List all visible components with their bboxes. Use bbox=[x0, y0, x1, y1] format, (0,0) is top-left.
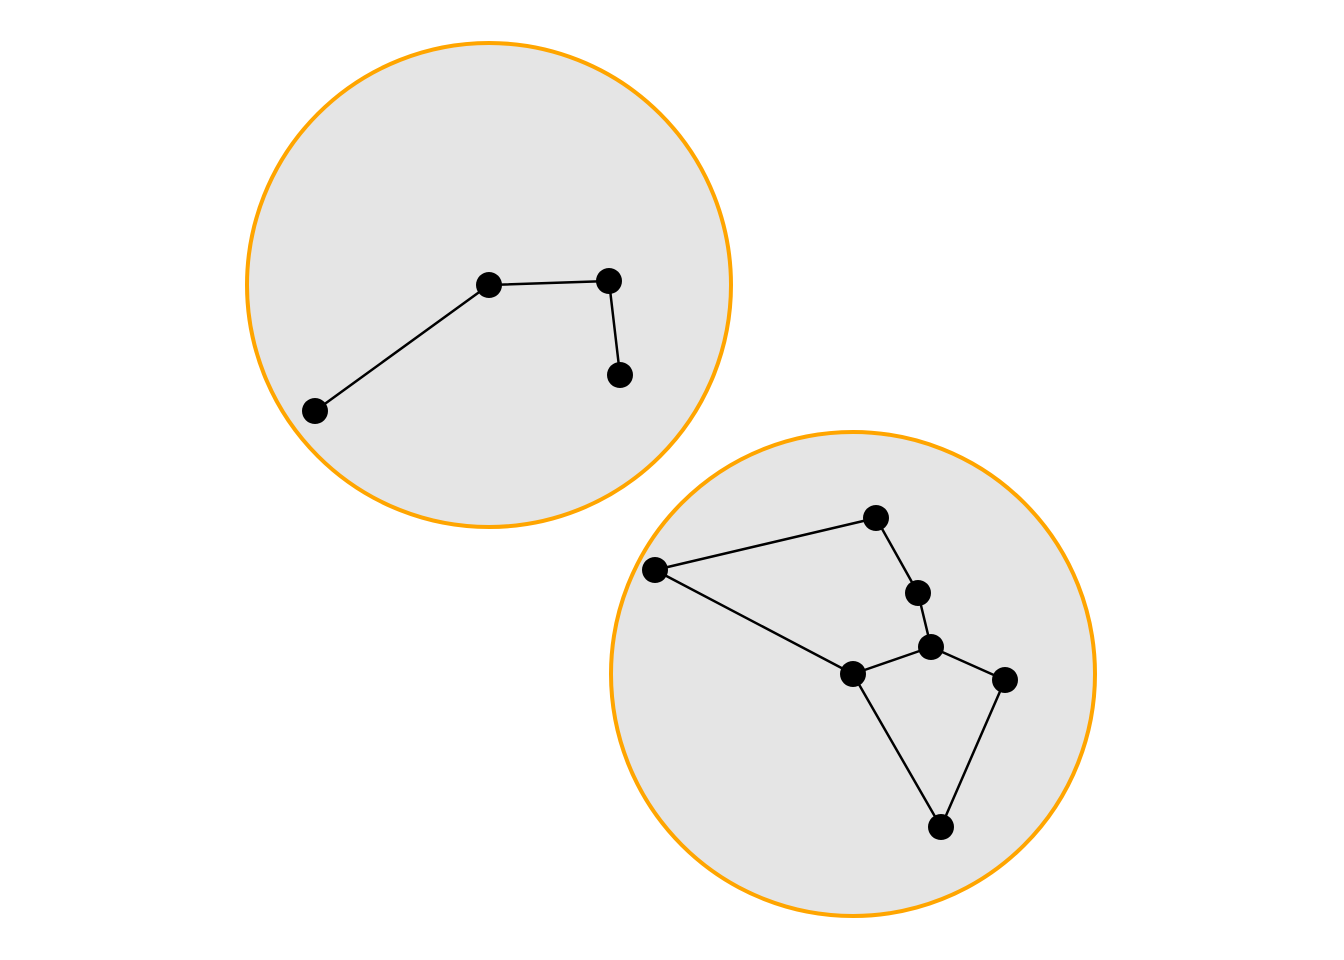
node-m5 bbox=[840, 661, 866, 687]
edge-m4-m5 bbox=[851, 645, 933, 676]
edge-m2-m3 bbox=[874, 516, 920, 595]
edge-n3-n4 bbox=[607, 279, 622, 377]
edge-m1-m2 bbox=[653, 516, 878, 572]
edge-n1-n2 bbox=[313, 283, 491, 413]
node-m4 bbox=[918, 634, 944, 660]
node-n2 bbox=[476, 272, 502, 298]
edge-m7-m5 bbox=[851, 672, 943, 829]
node-m1 bbox=[642, 557, 668, 583]
cluster-1 bbox=[245, 41, 733, 529]
edge-m5-m1 bbox=[653, 568, 855, 676]
node-m7 bbox=[928, 814, 954, 840]
node-m2 bbox=[863, 505, 889, 531]
node-n1 bbox=[302, 398, 328, 424]
edge-m6-m7 bbox=[939, 678, 1007, 829]
node-m6 bbox=[992, 667, 1018, 693]
cluster-2 bbox=[609, 430, 1097, 918]
edge-n2-n3 bbox=[487, 279, 611, 287]
node-m3 bbox=[905, 580, 931, 606]
clusters-layer bbox=[245, 41, 1097, 918]
node-n4 bbox=[607, 362, 633, 388]
edge-m4-m6 bbox=[929, 645, 1007, 682]
node-n3 bbox=[596, 268, 622, 294]
